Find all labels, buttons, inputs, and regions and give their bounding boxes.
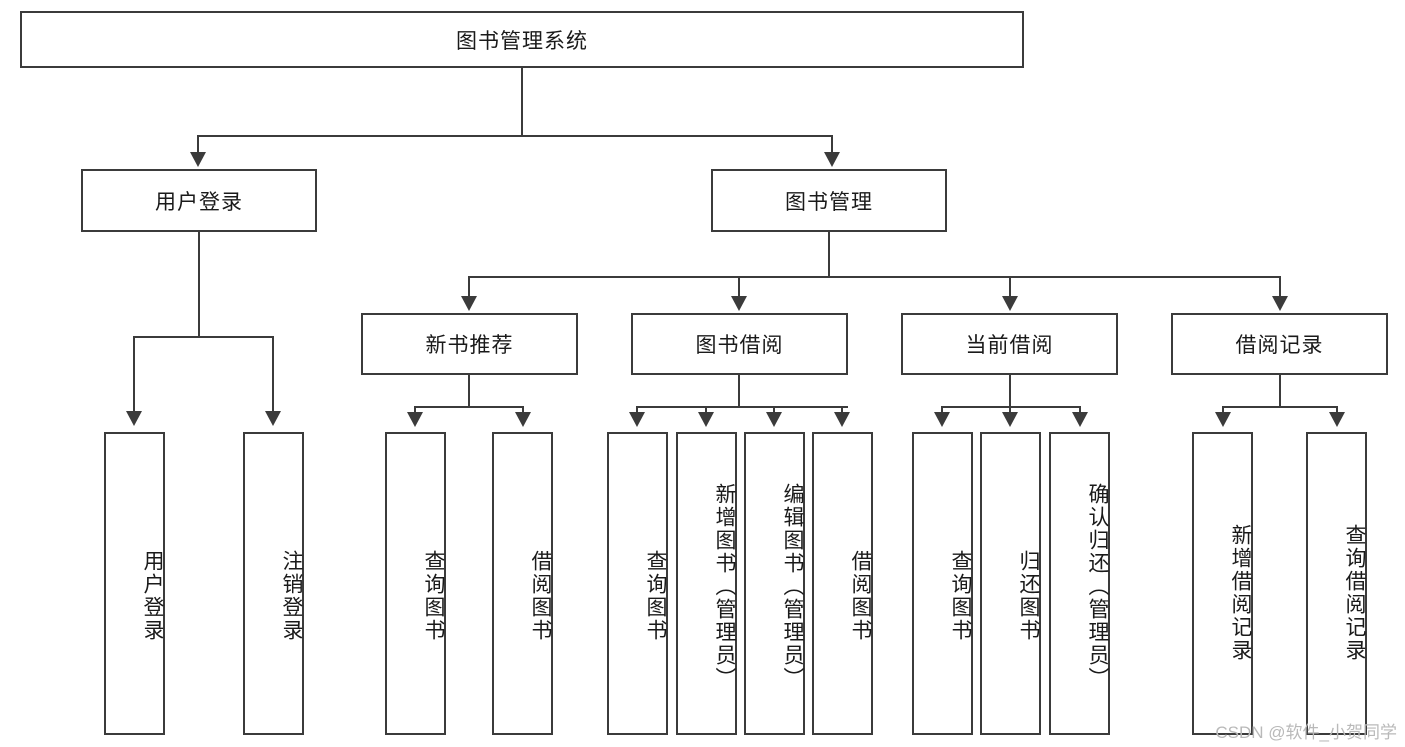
node-borrow-record[interactable]: 借阅记录	[1171, 313, 1388, 375]
arrow-new-book-to-leaf-2	[515, 412, 531, 427]
connector-book-borrow-to-leaf-2	[705, 406, 707, 414]
node-label: 图书借阅	[695, 334, 784, 357]
arrow-book-borrow-to-leaf-3	[766, 412, 782, 427]
connector-borrow-record-stem	[1279, 375, 1281, 407]
connector-book-borrow-stem	[738, 375, 740, 407]
arrow-new-book-to-leaf-1	[407, 412, 423, 427]
node-label: 借阅图书	[529, 549, 552, 642]
arrow-current-borrow-to-leaf-2	[1002, 412, 1018, 427]
node-label: 查询图书	[422, 549, 445, 642]
arrow-bm-to-current-borrow	[1002, 296, 1018, 311]
connector-new-book-stem	[468, 375, 470, 407]
node-label: 用户登录	[155, 190, 243, 214]
arrow-bm-to-borrow-record	[1272, 296, 1288, 311]
connector-bm-to-book-borrow	[738, 276, 740, 298]
node-user-login[interactable]: 用户登录	[81, 169, 317, 232]
node-label: 新书推荐	[425, 334, 514, 357]
connector-borrow-record-to-leaf-1	[1222, 406, 1224, 414]
connector-new-book-to-leaf-2	[522, 406, 524, 414]
arrow-book-borrow-to-leaf-2	[698, 412, 714, 427]
connector-root-to-book-management	[831, 135, 833, 154]
arrow-borrow-record-to-leaf-2	[1329, 412, 1345, 427]
connector-new-book-to-leaf-1	[414, 406, 416, 414]
connector-new-book-bus	[414, 406, 524, 408]
connector-bm-to-current-borrow	[1009, 276, 1011, 298]
csdn-watermark: CSDN @软件_小贺同学	[1215, 723, 1397, 742]
node-leaf-edit-book[interactable]: 编辑图书（管理员）	[744, 432, 805, 735]
connector-current-borrow-stem	[1009, 375, 1011, 407]
connector-current-borrow-bus	[941, 406, 1081, 408]
node-label: 确认归还（管理员）	[1086, 483, 1109, 690]
connector-root-to-user-login	[197, 135, 199, 154]
node-leaf-return-book[interactable]: 归还图书	[980, 432, 1041, 735]
arrow-bm-to-new-book	[461, 296, 477, 311]
node-label: 注销登录	[280, 549, 303, 642]
connector-bm-to-new-book	[468, 276, 470, 298]
node-leaf-query-book-2[interactable]: 查询图书	[607, 432, 668, 735]
arrow-book-borrow-to-leaf-1	[629, 412, 645, 427]
connector-user-login-bus	[133, 336, 273, 338]
node-label: 借阅图书	[849, 549, 872, 642]
node-label: 查询图书	[644, 549, 667, 642]
node-leaf-add-record[interactable]: 新增借阅记录	[1192, 432, 1253, 735]
connector-user-login-to-leaf-2	[272, 336, 274, 413]
arrow-borrow-record-to-leaf-1	[1215, 412, 1231, 427]
node-label: 当前借阅	[965, 334, 1054, 357]
connector-book-borrow-to-leaf-3	[773, 406, 775, 414]
arrow-current-borrow-to-leaf-1	[934, 412, 950, 427]
node-leaf-logout[interactable]: 注销登录	[243, 432, 304, 735]
node-root-book-management-system[interactable]: 图书管理系统	[20, 11, 1024, 68]
node-book-management[interactable]: 图书管理	[711, 169, 947, 232]
node-leaf-user-login[interactable]: 用户登录	[104, 432, 165, 735]
connector-book-management-stem	[828, 232, 830, 277]
node-leaf-query-book-1[interactable]: 查询图书	[385, 432, 446, 735]
arrow-current-borrow-to-leaf-3	[1072, 412, 1088, 427]
connector-user-login-to-leaf-1	[133, 336, 135, 413]
node-label: 图书管理	[785, 190, 873, 214]
node-leaf-add-book[interactable]: 新增图书（管理员）	[676, 432, 737, 735]
node-label: 查询图书	[949, 549, 972, 642]
connector-root-stem	[521, 68, 523, 136]
arrow-book-borrow-to-leaf-4	[834, 412, 850, 427]
connector-book-management-bus	[468, 276, 1280, 278]
connector-user-login-stem	[198, 232, 200, 337]
connector-root-bus	[197, 135, 833, 137]
node-leaf-confirm-return[interactable]: 确认归还（管理员）	[1049, 432, 1110, 735]
node-leaf-query-record[interactable]: 查询借阅记录	[1306, 432, 1367, 735]
node-label: 新增图书（管理员）	[713, 483, 736, 690]
node-book-borrow[interactable]: 图书借阅	[631, 313, 848, 375]
arrow-bm-to-book-borrow	[731, 296, 747, 311]
node-label: 归还图书	[1017, 549, 1040, 642]
arrow-root-to-user-login	[190, 152, 206, 167]
node-label: 用户登录	[141, 549, 164, 642]
connector-borrow-record-to-leaf-2	[1336, 406, 1338, 414]
connector-book-borrow-to-leaf-1	[636, 406, 638, 414]
connector-current-borrow-to-leaf-1	[941, 406, 943, 414]
connector-book-borrow-to-leaf-4	[841, 406, 843, 414]
node-leaf-query-book-3[interactable]: 查询图书	[912, 432, 973, 735]
connector-bm-to-borrow-record	[1279, 276, 1281, 298]
node-leaf-borrow-book-1[interactable]: 借阅图书	[492, 432, 553, 735]
connector-borrow-record-bus	[1222, 406, 1338, 408]
node-label: 新增借阅记录	[1229, 523, 1252, 662]
connector-current-borrow-to-leaf-3	[1079, 406, 1081, 414]
connector-book-borrow-bus	[636, 406, 848, 408]
node-label: 编辑图书（管理员）	[781, 483, 804, 690]
arrow-user-login-to-leaf-1	[126, 411, 142, 426]
node-new-book-recommend[interactable]: 新书推荐	[361, 313, 578, 375]
node-current-borrow[interactable]: 当前借阅	[901, 313, 1118, 375]
connector-current-borrow-to-leaf-2	[1009, 406, 1011, 414]
node-label: 查询借阅记录	[1343, 523, 1366, 662]
node-label: 图书管理系统	[456, 29, 588, 53]
arrow-user-login-to-leaf-2	[265, 411, 281, 426]
arrow-root-to-book-management	[824, 152, 840, 167]
node-leaf-borrow-book-2[interactable]: 借阅图书	[812, 432, 873, 735]
node-label: 借阅记录	[1235, 334, 1324, 357]
